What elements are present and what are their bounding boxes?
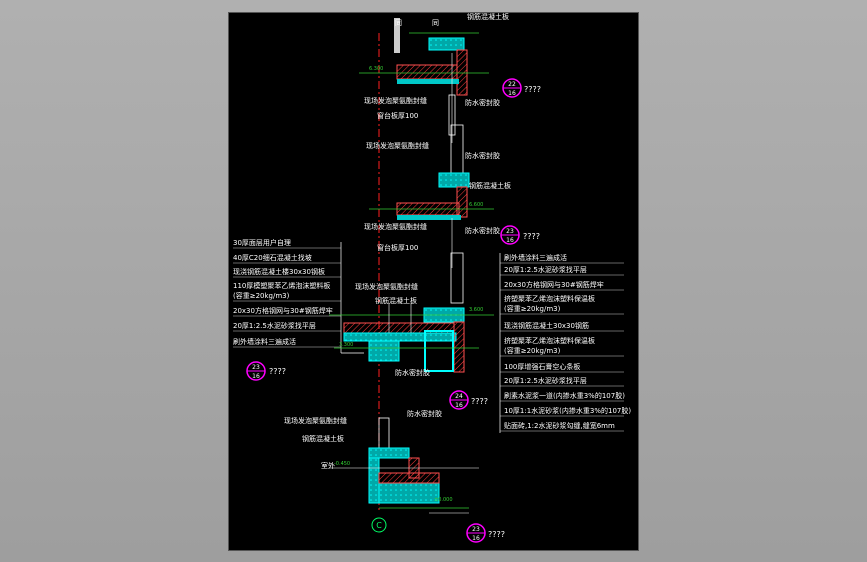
right-note-12: 贴面砖,1:2水泥砂浆勾缝,缝宽6mm [504,421,615,430]
svg-text:16: 16 [252,373,260,380]
callout-5[interactable]: 23 16 ???? [466,523,505,543]
left-note-5: 20x30方格钢网与30#钢筋焊牢 [233,306,333,315]
label-low-concrete: 钢筋混凝土板 [302,434,344,443]
label-wall-b3: 钢筋混凝土板 [469,181,511,190]
svg-text:23: 23 [252,364,260,371]
right-note-6: 挤塑聚苯乙烯泡沫塑料保温板 [504,336,595,345]
right-note-8: 100厚增强石膏空心条板 [504,362,580,371]
label-low-foam: 现场发泡聚氨酯封缝 [284,416,347,425]
right-note-2: 20x30方格钢网与30#钢筋焊牢 [504,280,604,289]
left-note-4: (容重≥20kg/m3) [233,291,290,300]
section-middle [329,252,494,373]
label-mid-slab: 钢筋混凝土板 [375,296,417,305]
label-low-waterproof: 防水密封胶 [407,409,442,418]
detail-drawing: 钢筋混凝土板 同 同 现场发泡聚氨酯封缝 防水密封胶 窗台板厚100 22 16… [233,12,631,543]
svg-text:16: 16 [508,90,516,97]
label-wall-c3: 窗台板厚100 [377,243,418,252]
svg-text:22: 22 [508,81,516,88]
right-note-4: (容重≥20kg/m3) [504,304,561,313]
left-note-2: 现浇钢筋混凝土楼30x30钢板 [233,267,325,276]
axis-bubble-c[interactable]: C [371,517,387,533]
label-wall-b1: 现场发泡聚氨酯封缝 [366,141,429,150]
elevation-3: 3.300 [339,342,353,348]
svg-text:23: 23 [472,526,480,533]
svg-text:16: 16 [455,402,463,409]
section-top [359,18,489,143]
right-note-3: 挤塑聚苯乙烯泡沫塑料保温板 [504,294,595,303]
right-note-1: 20厚1:2.5水泥砂浆找平层 [504,265,587,274]
label-low-grade: 室外 [321,461,335,470]
label-wall-c1: 现场发泡聚氨酯封缝 [364,222,427,231]
right-note-11: 10厚1:1水泥砂浆(内掺水重3%的107胶) [504,406,631,415]
callout-2[interactable]: 23 16 ???? [500,225,540,245]
label-mid-waterproof: 防水密封胶 [395,368,430,377]
label-wall-a3: 窗台板厚100 [377,111,418,120]
callout-3[interactable]: 23 16 ???? [246,361,286,381]
section-second [369,124,494,268]
svg-text:????: ???? [269,367,286,376]
right-note-0: 刷外墙涂料三遍成活 [504,253,567,262]
left-note-6: 20厚1:2.5水泥砂浆找平层 [233,321,316,330]
label-mark-b: 同 [432,19,439,27]
left-note-7: 刷外墙涂料三遍成活 [233,337,296,346]
label-mid-sealant: 现场发泡聚氨酯封缝 [355,282,418,291]
svg-text:16: 16 [506,237,514,244]
callout-1[interactable]: 22 16 ???? [502,78,541,98]
svg-text:23: 23 [506,228,514,235]
right-note-5: 现浇钢筋混凝土30x30钢筋 [504,321,589,330]
left-note-0: 30厚面层用户自理 [233,238,291,247]
svg-text:C: C [376,521,382,530]
svg-text:????: ???? [524,85,541,94]
elevation-2: 3.600 [469,307,483,313]
elevation-4: 6.600 [469,202,483,208]
left-notes: 30厚面层用户自理 40厚C20细石混凝土找坡 现浇钢筋混凝土楼30x30钢板 … [233,238,364,354]
left-note-3: 110厚模塑聚苯乙烯泡沫塑料板 [233,281,330,290]
svg-text:????: ???? [488,530,505,539]
svg-text:16: 16 [472,535,480,542]
label-top-slab: 钢筋混凝土板 [467,13,509,21]
svg-text:????: ???? [523,232,540,241]
elevation-5: 6.300 [369,66,383,72]
elevation-0: ±0.000 [434,497,453,503]
section-bottom [329,417,479,514]
right-notes: 刷外墙涂料三遍成活 20厚1:2.5水泥砂浆找平层 20x30方格钢网与30#钢… [499,253,631,433]
label-mark-a: 同 [395,19,402,27]
callout-4[interactable]: 24 16 ???? [449,390,488,410]
label-wall-c2: 防水密封胶 [465,226,500,235]
label-wall-b2: 防水密封胶 [465,151,500,160]
drawing-canvas[interactable]: 钢筋混凝土板 同 同 现场发泡聚氨酯封缝 防水密封胶 窗台板厚100 22 16… [229,12,638,550]
right-note-10: 刷素水泥浆一道(内掺水重3%的107胶) [504,391,625,400]
elevation-1: -0.450 [334,461,350,467]
svg-text:????: ???? [471,397,488,406]
left-note-1: 40厚C20细石混凝土找坡 [233,253,312,262]
svg-text:24: 24 [455,393,463,400]
right-note-7: (容重≥20kg/m3) [504,346,561,355]
right-note-9: 20厚1:2.5水泥砂浆找平层 [504,376,587,385]
label-wall-a2: 防水密封胶 [465,98,500,107]
label-wall-a1: 现场发泡聚氨酯封缝 [364,96,427,105]
